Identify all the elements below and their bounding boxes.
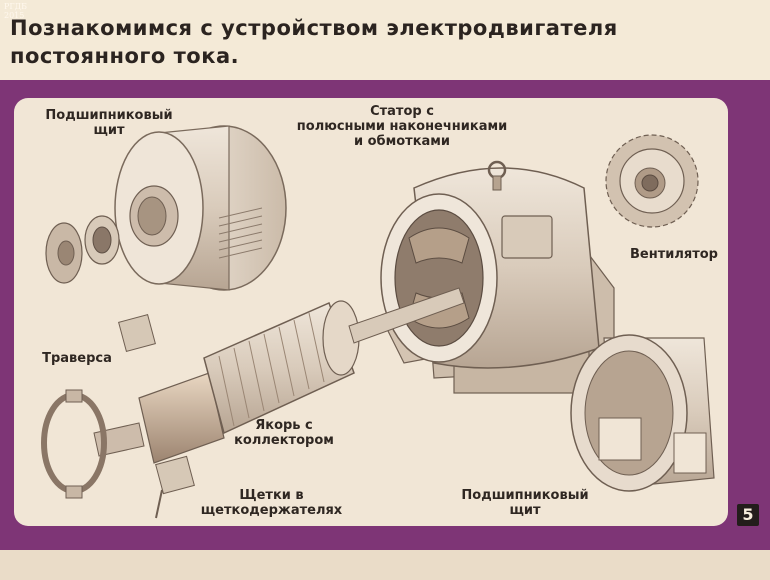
brush-holders-top (118, 314, 156, 352)
stator (380, 160, 615, 394)
bearing-shield-bottom (570, 334, 715, 492)
label-fan: Вентилятор (630, 247, 718, 262)
diagram-panel: Подшипниковый щит Статор с полюсными нак… (14, 98, 728, 526)
armature (93, 287, 465, 464)
label-stator: Статор с полюсными наконечниками и обмот… (296, 104, 508, 149)
slide-title: Познакомимся с устройством электродвигат… (10, 16, 618, 68)
label-bearing-shield-top: Подшипниковый щит (45, 108, 173, 138)
label-traverse: Траверса (42, 351, 112, 366)
fan (605, 134, 699, 228)
traverse-ring (41, 389, 107, 499)
brush-holders-bottom (155, 455, 195, 519)
bottom-strip (0, 550, 770, 580)
label-brushes: Щетки в щеткодержателях (200, 488, 343, 518)
header: РГДБ 2015 Познакомимся с устройством эле… (0, 0, 770, 80)
watermark: РГДБ 2015 (4, 2, 28, 20)
bearing-cap (45, 222, 83, 284)
bearing-shield-top (114, 125, 287, 291)
motor-illustration (41, 125, 715, 519)
ball-bearing (84, 215, 120, 265)
slide-number: 5 (737, 504, 759, 526)
label-armature: Якорь с коллектором (234, 418, 334, 448)
label-bearing-shield-bottom: Подшипниковый щит (461, 488, 589, 518)
